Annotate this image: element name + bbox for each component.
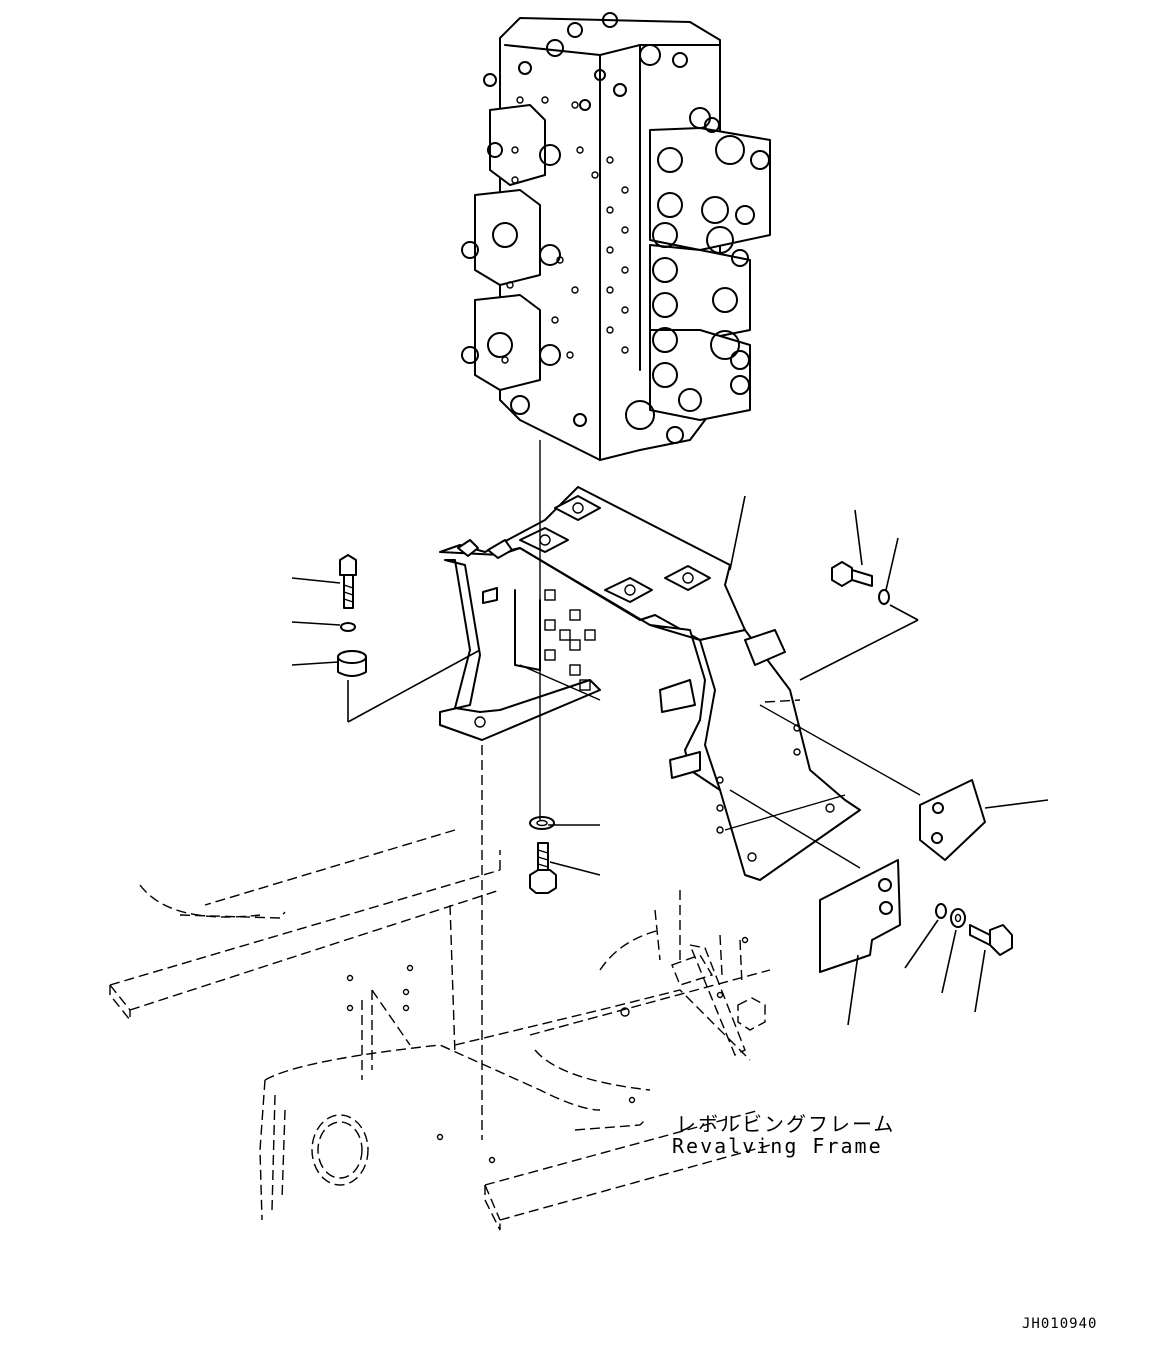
revolving-frame-label-en: Revalving Frame (672, 1134, 883, 1158)
control-valve-assembly (461, 12, 771, 461)
valve-mounting-bracket (439, 486, 861, 881)
revolving-frame-phantom (109, 745, 771, 1231)
small-parts (337, 554, 1013, 973)
drawing-number: JH010940 (1022, 1316, 1098, 1332)
leader-lines (291, 440, 1049, 1026)
revolving-frame-label-jp: レボルビングフレーム (676, 1112, 896, 1136)
